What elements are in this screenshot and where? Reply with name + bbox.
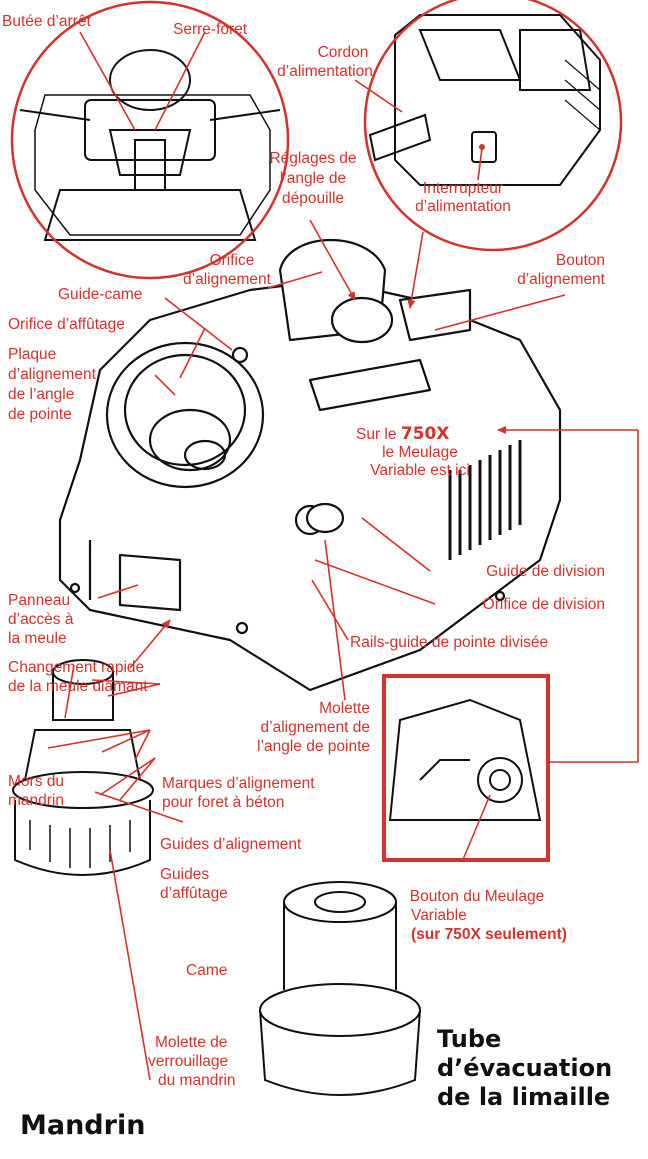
inset-drill-holder <box>19 49 281 241</box>
label-changement-2: de la meule diamant <box>8 678 148 695</box>
label-bouton-align-1: Bouton <box>555 252 605 269</box>
label-orifice-align-2: d’alignement <box>183 271 271 288</box>
label-sur-le: Sur le <box>356 426 397 443</box>
label-guides-affutage-2: d’affûtage <box>160 885 228 902</box>
inset-circle-right <box>363 0 623 252</box>
label-mors-1: Mors du <box>8 773 64 790</box>
label-cordon-1: Cordon <box>317 44 369 61</box>
label-changement-1: Changement rapide <box>8 659 145 676</box>
label-marques-2: pour foret à béton <box>162 794 285 811</box>
label-molette-verr-3: du mandrin <box>158 1072 236 1089</box>
label-molette-verr-1: Molette de <box>155 1034 228 1051</box>
label-interrupteur-1: Interrupteur <box>422 180 504 197</box>
label-plaque-1: Plaque <box>8 346 57 363</box>
label-came: Came <box>186 962 228 979</box>
label-mors-2: mandrin <box>8 792 64 809</box>
label-orifice-affutage: Orifice d’affûtage <box>8 316 125 333</box>
debris-tube-drawing <box>259 881 421 1096</box>
label-panneau-3: la meule <box>8 630 67 647</box>
label-molette-align-1: Molette <box>319 700 370 717</box>
leader-lines <box>47 31 639 1081</box>
label-interrupteur-2: d’alimentation <box>415 198 511 215</box>
label-panneau-1: Panneau <box>8 592 71 609</box>
label-panneau-2: d’accès à <box>8 611 74 628</box>
inset-power-switch <box>368 14 601 186</box>
label-meulage-2: Variable est ici <box>370 462 470 479</box>
title-tube-2: d’évacuation <box>437 1054 613 1082</box>
label-orifice-align-1: Orifice <box>209 252 255 269</box>
label-guide-division: Guide de division <box>486 563 605 580</box>
label-molette-verr-2: verrouillage <box>148 1053 229 1070</box>
label-sur-750x-seulement: (sur 750X seulement) <box>411 926 567 943</box>
inset-750x-frame <box>382 674 550 862</box>
label-750x-line: Sur le 750X <box>356 424 450 444</box>
label-serre-foret: Serre-foret <box>173 21 248 38</box>
label-plaque-2: d’alignement <box>8 366 96 383</box>
label-750x-model: 750X <box>400 424 450 444</box>
label-meulage-1: le Meulage <box>382 444 458 461</box>
label-guides-alignement: Guides d’alignement <box>160 836 302 853</box>
label-bouton-meulage-1: Bouton du Meulage <box>409 888 545 905</box>
label-plaque-4: de pointe <box>8 406 72 423</box>
inset-750x <box>388 698 542 821</box>
inset-circle-left <box>10 0 290 280</box>
label-molette-align-3: l’angle de pointe <box>257 738 370 755</box>
label-bouton-meulage-2: Variable <box>411 907 467 924</box>
label-reglages-3: dépouille <box>281 190 345 207</box>
label-butee-arret: Butée d’arrêt <box>2 13 91 30</box>
label-bouton-align-2: d’alignement <box>517 271 605 288</box>
label-molette-align-2: d’alignement de <box>260 719 370 736</box>
label-marques-1: Marques d’alignement <box>162 775 315 792</box>
label-orifice-division: Orifice de division <box>482 596 605 613</box>
title-mandrin: Mandrin <box>20 1110 146 1141</box>
label-guide-came: Guide-came <box>58 286 143 303</box>
title-tube-1: Tube <box>437 1025 502 1053</box>
label-reglages-2: l’angle de <box>279 170 347 187</box>
label-guides-affutage-1: Guides <box>160 866 210 883</box>
machine-body <box>58 239 562 692</box>
label-plaque-3: de l’angle <box>8 386 75 403</box>
title-tube-3: de la limaille <box>437 1083 611 1111</box>
label-reglages-1: Réglages de <box>269 150 357 167</box>
label-cordon-2: d’alimentation <box>277 63 373 80</box>
label-rails-guide: Rails-guide de pointe divisée <box>350 634 549 651</box>
